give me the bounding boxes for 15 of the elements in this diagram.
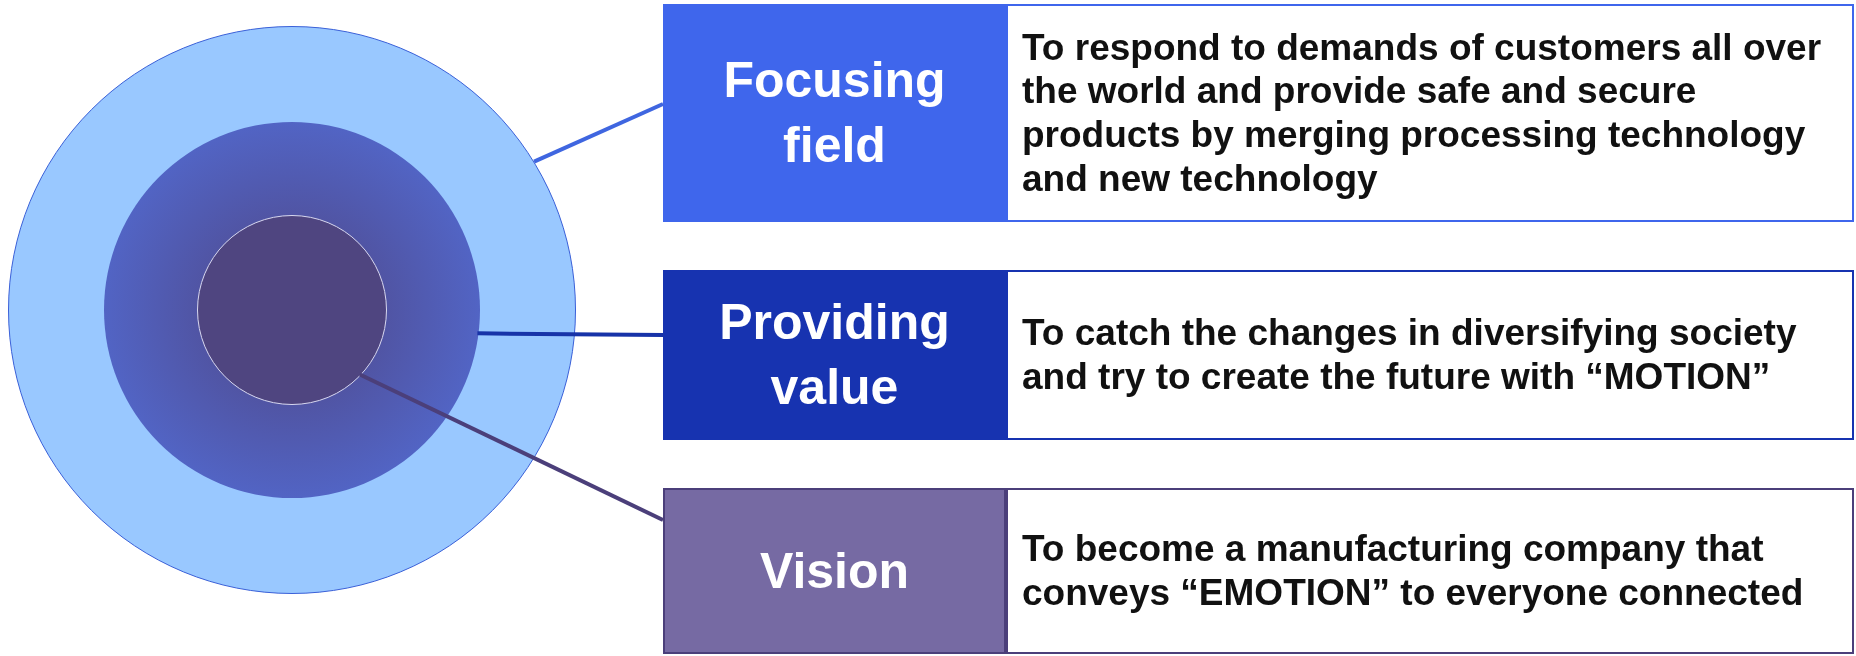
connector-line bbox=[477, 331, 664, 337]
description-text: To respond to demands of customers all over the world and provide safe and secure products by merging processing technology and new technology bbox=[1022, 25, 1823, 201]
description-text: To become a manufacturing company that conveys “EMOTION” to everyone connected bbox=[1022, 527, 1805, 615]
heading-box bbox=[663, 4, 1006, 222]
description-box bbox=[1006, 270, 1854, 440]
heading-box bbox=[663, 488, 1006, 654]
heading-text: Focusing field bbox=[722, 51, 947, 175]
description-box bbox=[1006, 4, 1854, 222]
heading-box bbox=[663, 270, 1006, 440]
description-box bbox=[1006, 488, 1854, 654]
heading-text: Providing value bbox=[718, 293, 951, 417]
heading-text: Vision bbox=[759, 541, 910, 601]
connector-line bbox=[533, 102, 664, 164]
description-text: To catch the changes in diversifying society and try to create the future with “MOTION” bbox=[1022, 311, 1798, 399]
connector-line bbox=[359, 372, 664, 522]
